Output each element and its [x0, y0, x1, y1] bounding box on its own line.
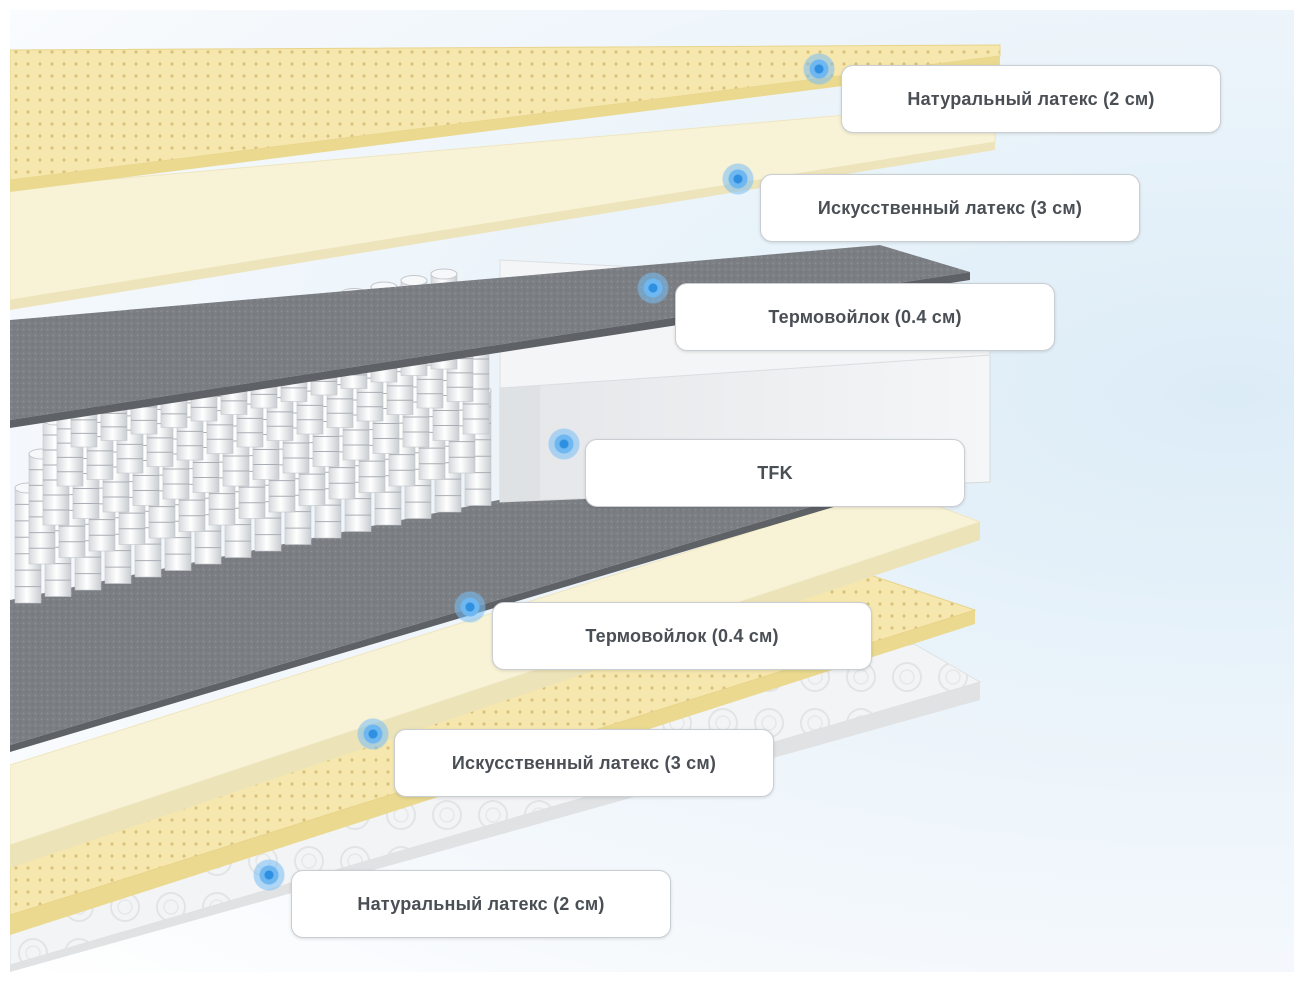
marker-dot-icon: [803, 53, 835, 85]
layer-label: Искусственный латекс (3 см): [760, 174, 1140, 242]
layer-label: Натуральный латекс (2 см): [291, 870, 671, 938]
layer-label: Натуральный латекс (2 см): [841, 65, 1221, 133]
layer-label: Искусственный латекс (3 см): [394, 729, 774, 797]
layer-label: Термовойлок (0.4 см): [675, 283, 1055, 351]
marker-dot-icon: [548, 428, 580, 460]
marker-dot-icon: [637, 272, 669, 304]
marker-dot-icon: [357, 718, 389, 750]
marker-dot-icon: [722, 163, 754, 195]
layer-label: Термовойлок (0.4 см): [492, 602, 872, 670]
marker-dot-icon: [253, 859, 285, 891]
layer-label: TFK: [585, 439, 965, 507]
pocket-springs: [14, 268, 492, 604]
mattress-diagram: Натуральный латекс (2 см) Искусственный …: [10, 10, 1294, 972]
marker-dot-icon: [454, 591, 486, 623]
top-natural-latex-layer: [10, 44, 1001, 192]
